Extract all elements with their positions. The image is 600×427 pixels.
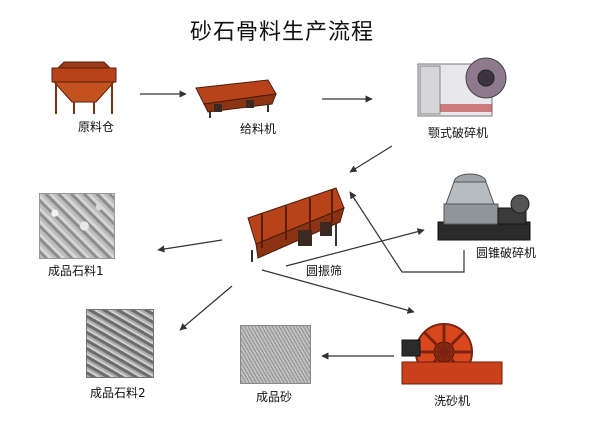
label-product-stone-1: 成品石料1 (48, 264, 104, 278)
label-product-stone-2: 成品石料2 (90, 386, 146, 400)
vibrating-screen-icon (247, 187, 345, 262)
raw-bin-icon (51, 61, 117, 114)
arrow-screen-to-cone (285, 228, 425, 267)
product-stone-2-image (86, 309, 154, 378)
sand-washer-icon (401, 323, 503, 385)
label-raw-bin: 原料仓 (78, 120, 115, 134)
arrow-cone-return-to-screen (349, 191, 465, 273)
cone-crusher-icon (437, 173, 531, 241)
label-vibrating-screen: 圆振筛 (306, 264, 343, 278)
arrow-screen-to-washer (261, 269, 415, 314)
arrow-jaw-to-screen (349, 145, 393, 173)
label-jaw-crusher: 颚式破碎机 (428, 126, 489, 140)
label-cone-crusher: 圆锥破碎机 (476, 246, 537, 260)
label-feeder: 给料机 (240, 122, 277, 136)
jaw-crusher-icon (417, 57, 507, 117)
arrow-screen-to-stone1 (157, 239, 223, 253)
arrow-screen-to-stone2 (179, 285, 233, 331)
feeder-icon (195, 79, 277, 118)
product-sand-image (240, 325, 311, 384)
flow-arrows (140, 90, 465, 360)
product-stone-1-image (39, 193, 115, 259)
page-title: 砂石骨料生产流程 (190, 20, 375, 45)
label-sand-washer: 洗砂机 (434, 394, 471, 408)
label-product-sand: 成品砂 (256, 390, 293, 404)
